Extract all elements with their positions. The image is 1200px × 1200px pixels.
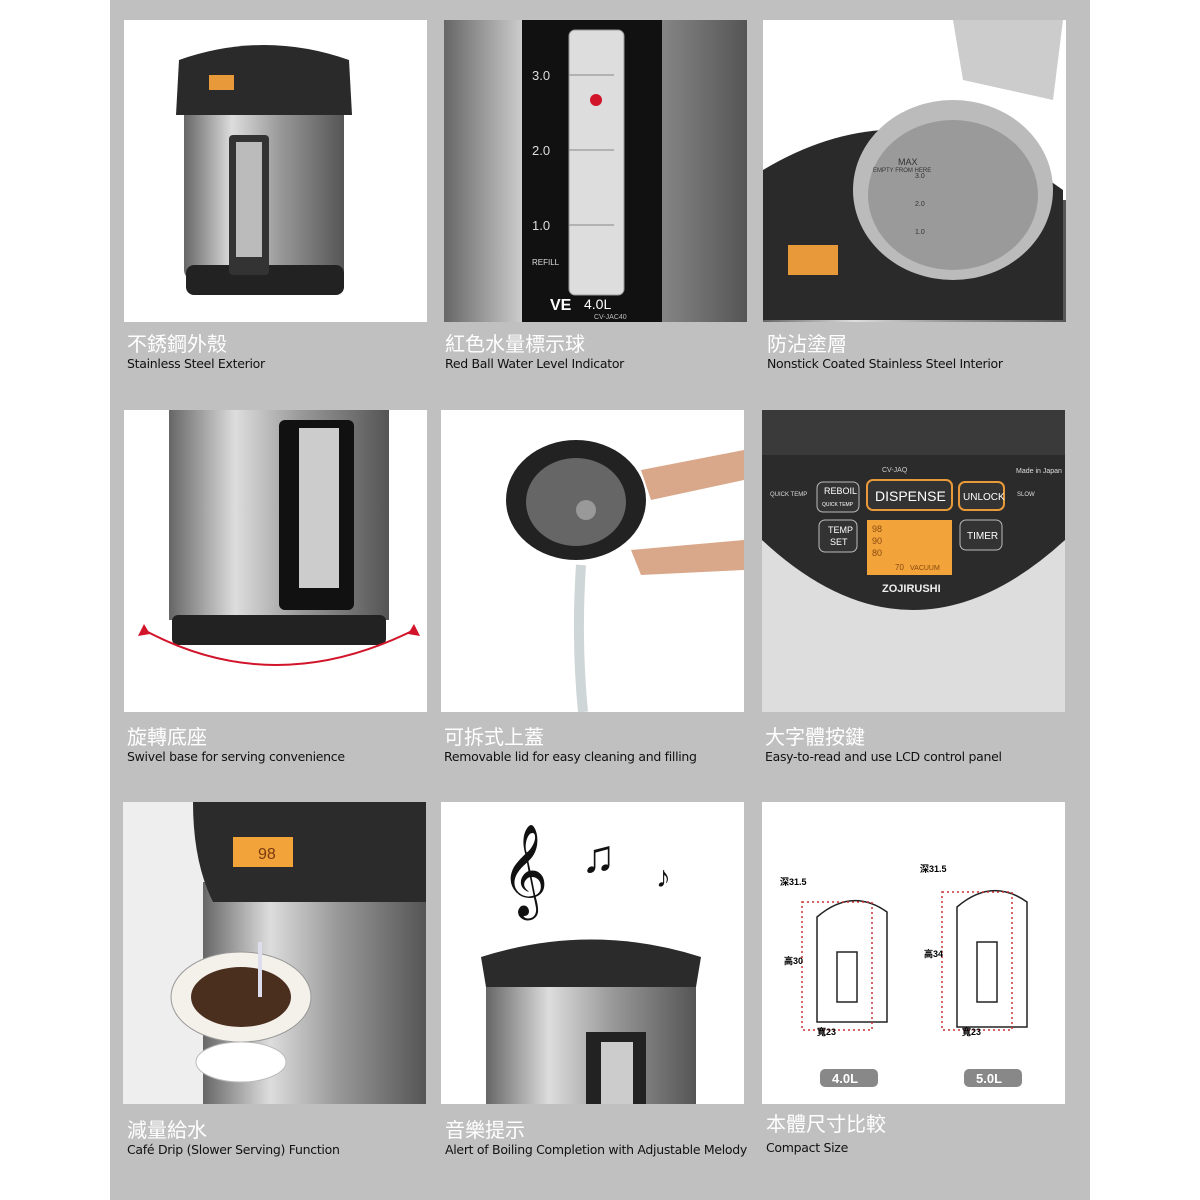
refill-label: REFILL [532,258,560,267]
reboil-label: REBOIL [824,486,857,496]
vacuum-label: VACUUM [910,565,940,572]
music-note-icon: ♪ [656,861,671,894]
unlock-button[interactable]: UNLOCK [958,481,1005,511]
feature-title: 大字體按鍵 [765,725,865,749]
feature-subtitle: Easy-to-read and use LCD control panel [765,749,1002,764]
drip-display: 98 [258,846,276,863]
level-1-label: 1.0 [532,218,550,233]
water-level-gauge-image: 3.0 2.0 1.0 REFILL VE 4.0L CV-JAC40 [444,20,747,322]
cafe-drip-image: 98 [123,802,426,1104]
feature-title: 不銹鋼外殼 [127,332,227,356]
reboil-button[interactable]: REBOIL QUICK TEMP [816,481,860,513]
empty-label: EMPTY FROM HERE [873,168,931,174]
mark-3: 3.0 [915,173,925,180]
depth-5l: 深31.5 [920,863,947,874]
capacity-label: 4.0L [584,296,611,312]
feature-title: 本體尺寸比較 [766,1112,886,1136]
unlock-label: UNLOCK [963,492,1005,503]
height-4l: 高30 [784,955,803,966]
temp-set-button[interactable]: TEMP SET [818,519,858,553]
capacity-5l-badge: 5.0L [976,1071,1002,1086]
feature-subtitle: Stainless Steel Exterior [127,356,265,371]
quick-temp-side-label: QUICK TEMP [770,492,807,498]
timer-button[interactable]: TIMER [959,519,1003,551]
width-5l: 寬23 [961,1026,981,1037]
depth-4l: 深31.5 [780,876,807,887]
nonstick-interior-image: MAX EMPTY FROM HERE 3.0 2.0 1.0 [763,20,1066,322]
feature-subtitle: Compact Size [766,1140,848,1155]
max-label: MAX [898,157,918,167]
quick-temp-label: QUICK TEMP [822,502,854,508]
size-comparison-image: 深31.5 高30 寬23 深31.5 高34 寬23 4.0L 5.0L [762,802,1065,1104]
height-5l: 高34 [924,948,943,959]
feature-subtitle: Café Drip (Slower Serving) Function [127,1142,340,1157]
slow-label: SLOW [1017,492,1035,498]
feature-subtitle: Nonstick Coated Stainless Steel Interior [767,356,1003,371]
stainless-steel-pot-image [124,20,427,322]
feature-title: 可拆式上蓋 [444,725,544,749]
feature-subtitle: Swivel base for serving convenience [127,749,345,764]
mark-1: 1.0 [915,229,925,236]
model-label: CV-JAQ [882,467,908,474]
level-3-label: 3.0 [532,68,550,83]
temp-80: 80 [872,548,882,558]
feature-title: 防沾塗層 [767,332,847,356]
model-label: CV-JAC40 [594,314,627,321]
feature-subtitle: Red Ball Water Level Indicator [445,356,625,371]
feature-title: 音樂提示 [445,1118,525,1142]
music-notes-icon: ♫ [581,830,616,882]
feature-subtitle: Removable lid for easy cleaning and fill… [444,749,697,764]
brand-mark: VE [550,297,572,314]
feature-subtitle: Alert of Boiling Completion with Adjusta… [445,1142,748,1157]
level-2-label: 2.0 [532,143,550,158]
temp-98: 98 [872,524,882,534]
dispense-button[interactable]: DISPENSE [866,479,953,511]
temp-90: 90 [872,536,882,546]
capacity-4l-badge: 4.0L [832,1071,858,1086]
feature-title: 旋轉底座 [127,725,207,749]
lcd-display: 98 90 80 70 VACUUM [867,520,952,575]
set-label: SET [830,537,848,547]
swivel-base-image [124,410,427,712]
feature-title: 紅色水量標示球 [445,332,585,356]
width-4l: 寬23 [816,1026,836,1037]
melody-alert-image: 𝄞 ♫ ♪ [441,802,744,1104]
temp-label: TEMP [828,525,853,535]
made-in-label: Made in Japan [1016,468,1062,475]
mark-2: 2.0 [915,201,925,208]
treble-clef-icon: 𝄞 [501,825,548,920]
timer-label: TIMER [967,531,998,542]
removable-lid-image [441,410,744,712]
red-ball-indicator [590,94,602,106]
feature-title: 減量給水 [127,1118,207,1142]
dispense-label: DISPENSE [875,488,946,504]
lcd-control-panel-image: CV-JAQ Made in Japan QUICK TEMP REBOIL QU… [762,410,1065,712]
temp-70: 70 [895,563,904,572]
brand-logo: ZOJIRUSHI [882,583,941,595]
